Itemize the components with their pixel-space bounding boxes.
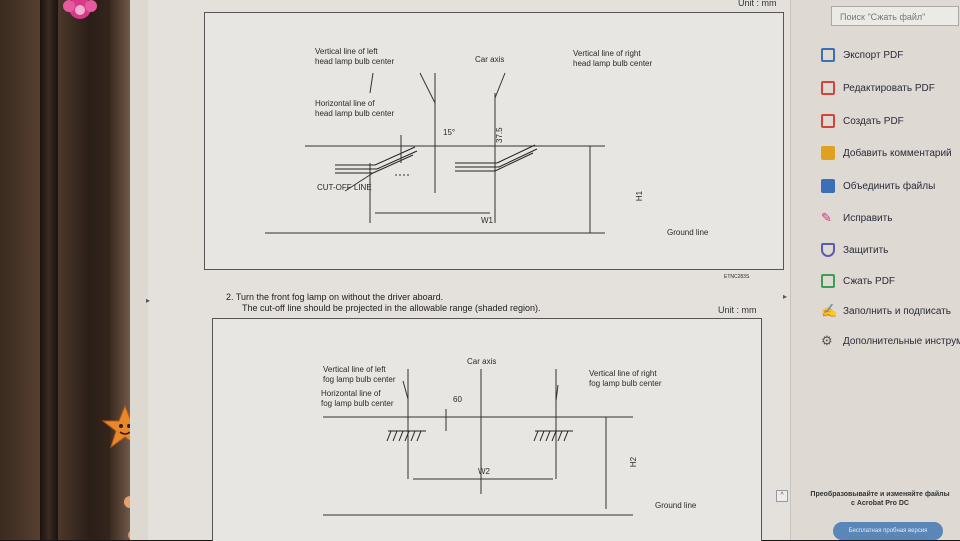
- step-2-text: 2. Turn the front fog lamp on without th…: [226, 292, 541, 314]
- tool-label: Заполнить и подписать: [843, 305, 951, 317]
- vertical-left-label: Vertical line of left head lamp bulb cen…: [315, 47, 395, 66]
- w2-label: W2: [478, 467, 490, 476]
- compress-pdf-icon: [821, 274, 835, 288]
- tool-label: Дополнительные инструменты: [843, 335, 960, 347]
- tool-fix[interactable]: ✎ Исправить: [821, 209, 892, 227]
- tool-label: Экспорт PDF: [843, 49, 904, 61]
- tool-label: Сжать PDF: [843, 275, 896, 287]
- fog-vertical-left-label: Vertical line of left fog lamp bulb cent…: [323, 365, 396, 384]
- h2-label: H2: [629, 456, 639, 468]
- cutoff-line-label: CUT-OFF LINE: [317, 183, 372, 192]
- protect-icon: [821, 243, 835, 257]
- ground-line-label: Ground line: [667, 228, 709, 237]
- offset-label: 37.5: [495, 127, 504, 143]
- tool-export-pdf[interactable]: Экспорт PDF: [821, 46, 903, 64]
- create-pdf-icon: [821, 114, 835, 128]
- foglamp-diagram: [323, 369, 633, 516]
- tool-fill-sign[interactable]: ✍ Заполнить и подписать: [821, 302, 951, 320]
- bezel-edge: [40, 0, 58, 540]
- fog-horizontal-line-label: Horizontal line of fog lamp bulb center: [321, 389, 394, 408]
- acrobat-tools-panel: ▸ Поиск "Сжать файл" Экспорт PDF Редакти…: [783, 0, 960, 540]
- angle-label: 15°: [443, 128, 456, 137]
- tool-edit-pdf[interactable]: Редактировать PDF: [821, 79, 935, 97]
- w1-label: W1: [481, 216, 493, 225]
- tool-label: Защитить: [843, 244, 889, 256]
- foglamp-diagram-frame: Car axis Vertical line of left fog lamp …: [212, 318, 762, 541]
- tool-label: Редактировать PDF: [843, 82, 935, 94]
- h1-label: H1: [635, 190, 645, 202]
- vertical-right-label: Vertical line of right head lamp bulb ce…: [573, 49, 653, 68]
- pdf-document-view[interactable]: Unit : mm: [146, 0, 790, 541]
- headlamp-diagram-frame: Vertical line of left head lamp bulb cen…: [204, 12, 784, 270]
- fix-icon: ✎: [821, 210, 832, 225]
- tool-label: Объединить файлы: [843, 180, 936, 192]
- export-pdf-icon: [821, 48, 835, 62]
- left-nav-arrow[interactable]: ▸: [146, 296, 151, 305]
- step-2-line-1: 2. Turn the front fog lamp on without th…: [226, 292, 444, 302]
- tool-label: Создать PDF: [843, 115, 904, 127]
- step-2-line-2: The cut-off line should be projected in …: [242, 303, 541, 313]
- more-tools-icon: ⚙: [821, 333, 833, 348]
- tool-compress-pdf[interactable]: Сжать PDF: [821, 272, 895, 290]
- tool-create-pdf[interactable]: Создать PDF: [821, 112, 904, 130]
- fog-offset-label: 60: [453, 395, 462, 404]
- fog-ground-line-label: Ground line: [655, 501, 697, 510]
- fill-sign-icon: ✍: [821, 303, 838, 318]
- promo-text: Преобразовывайте и изменяйте файлы с Acr…: [810, 491, 950, 507]
- diagram2-unit: Unit : mm: [718, 305, 757, 315]
- tool-add-comment[interactable]: Добавить комментарий: [821, 144, 952, 162]
- car-axis-label: Car axis: [475, 55, 505, 64]
- screen: Unit : mm: [130, 0, 960, 541]
- headlamp-diagram: [265, 72, 605, 234]
- tool-more-tools[interactable]: ⚙ Дополнительные инструменты: [821, 332, 960, 350]
- tool-combine-files[interactable]: Объединить файлы: [821, 177, 935, 195]
- edit-pdf-icon: [821, 81, 835, 95]
- combine-files-icon: [821, 179, 835, 193]
- diagram1-unit: Unit : mm: [738, 0, 777, 8]
- tool-label: Добавить комментарий: [843, 147, 952, 159]
- tools-search-input[interactable]: Поиск "Сжать файл": [831, 6, 959, 26]
- panel-collapse-arrow[interactable]: ▸: [783, 292, 788, 301]
- scroll-up-button[interactable]: ^: [776, 490, 788, 502]
- tool-protect[interactable]: Защитить: [821, 241, 888, 259]
- free-trial-button[interactable]: Бесплатная пробная версия: [833, 522, 943, 540]
- fog-car-axis-label: Car axis: [467, 357, 497, 366]
- flower-sticker: [63, 0, 97, 19]
- fog-vertical-right-label: Vertical line of right fog lamp bulb cen…: [589, 369, 662, 388]
- comment-icon: [821, 146, 835, 160]
- figure-id: ETNC283S: [724, 274, 750, 280]
- horizontal-line-label: Horizontal line of head lamp bulb center: [315, 99, 395, 118]
- tool-label: Исправить: [843, 212, 893, 224]
